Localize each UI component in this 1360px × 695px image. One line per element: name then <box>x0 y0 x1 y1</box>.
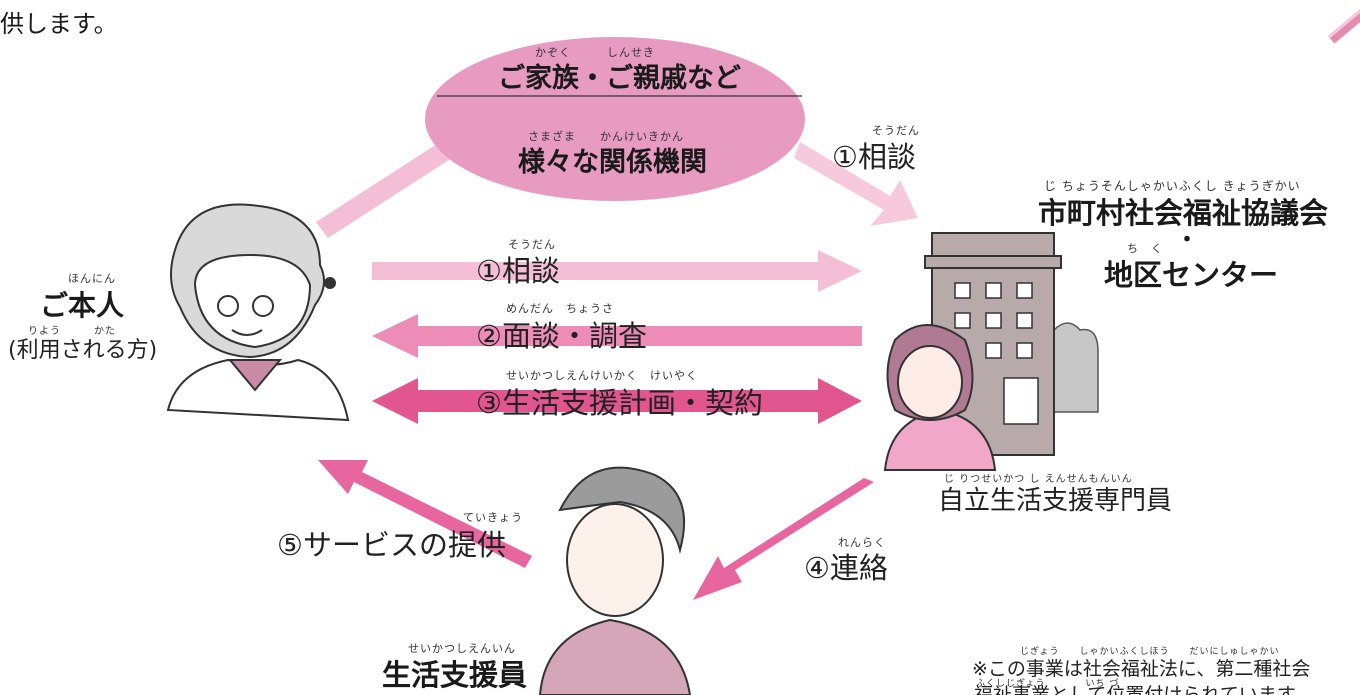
note-line1: ※この事業は社会福祉法に、第二種社会 <box>972 658 1311 680</box>
person-sub-ruby: りよう かた <box>28 326 116 337</box>
family-ruby: かぞく しんせき <box>535 46 655 59</box>
arrow-step3 <box>372 378 862 424</box>
step3-ruby: せいかつしえんけいかく けいやく <box>506 369 698 382</box>
staff-person-illustration <box>883 324 997 471</box>
person-label: ご本人 <box>40 289 125 322</box>
agencies-ruby: さまざま かんけいきかん <box>528 130 684 143</box>
district-label: 地区センター <box>1104 258 1279 292</box>
family-label: ご家族・ご親戚など <box>498 63 741 94</box>
step5-ruby: ていきょう <box>463 511 523 524</box>
step5-label: ⑤サービスの提供 <box>277 528 506 562</box>
agencies-label: 様々な関係機関 <box>518 147 707 178</box>
arrow-step2 <box>372 314 862 358</box>
step3-label: ③生活支援計画・契約 <box>476 386 763 420</box>
step1-ruby: そうだん <box>508 238 556 251</box>
staff-ruby: じ りつせいかつ し えんせんもんいん <box>944 474 1133 485</box>
note-line2-ruby: ふくしじぎょう いち づ <box>976 679 1120 689</box>
step4-ruby: れんらく <box>838 536 886 549</box>
district-ruby: ち く <box>1127 242 1163 255</box>
org-dot: ・ <box>1176 228 1199 253</box>
step1-top-label: ①相談 <box>832 140 916 174</box>
person-ruby: ほんにん <box>68 272 116 285</box>
arrow-step1 <box>372 250 862 292</box>
arrow-consult-top <box>794 142 918 226</box>
step2-ruby: めんだん ちょうさ <box>506 302 614 315</box>
header-fragment: 供します。 <box>0 10 118 38</box>
supporter-ruby: せいかつしえんいん <box>408 642 516 655</box>
band-left <box>316 142 452 238</box>
step1-top-ruby: そうだん <box>872 124 920 137</box>
arrow-step4 <box>693 478 874 600</box>
org-ruby: じ ちょうそんしゃかいふくし きょうぎかい <box>1044 179 1301 193</box>
step2-label: ②面談・調査 <box>476 319 647 353</box>
supporter-person-illustration <box>538 466 692 695</box>
org-label: 市町村社会福祉協議会 <box>1038 196 1329 230</box>
step1-label: ①相談 <box>476 254 560 288</box>
step4-label: ④連絡 <box>804 551 888 585</box>
family-agencies-ellipse <box>425 37 805 201</box>
person-sub-label: (利用される方) <box>8 338 158 363</box>
staff-label: 自立生活支援専門員 <box>938 486 1173 516</box>
note-line1-ruby: じぎょう しゃかいふくしほう だいにしゅしゃかい <box>1020 647 1280 657</box>
arrow-step5 <box>318 460 532 568</box>
note-line2: 福祉事業として位置付けられています。 <box>974 684 1313 695</box>
elderly-person-illustration <box>166 203 350 422</box>
supporter-label: 生活支援員 <box>382 658 528 692</box>
